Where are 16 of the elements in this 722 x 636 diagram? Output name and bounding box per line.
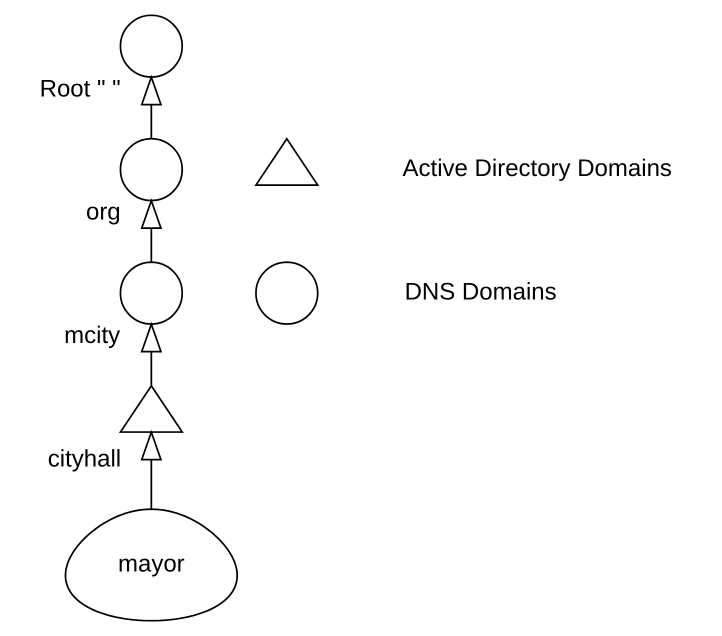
node-label: DNS Domains bbox=[404, 278, 557, 306]
arrow bbox=[140, 430, 162, 508]
node-label: org bbox=[86, 198, 121, 226]
node-circle bbox=[120, 14, 184, 78]
node-circle bbox=[120, 261, 184, 325]
arrow bbox=[140, 198, 162, 262]
node-circle bbox=[255, 261, 319, 325]
node-triangle bbox=[118, 384, 184, 433]
arrow bbox=[140, 74, 162, 138]
arrow bbox=[140, 322, 162, 386]
node-label: cityhall bbox=[48, 446, 122, 473]
node-label: mcity bbox=[64, 322, 120, 350]
node-label: Root " " bbox=[40, 75, 121, 102]
node-label: Active Directory Domains bbox=[402, 154, 672, 182]
node-circle bbox=[120, 138, 184, 202]
node-triangle bbox=[254, 137, 320, 186]
